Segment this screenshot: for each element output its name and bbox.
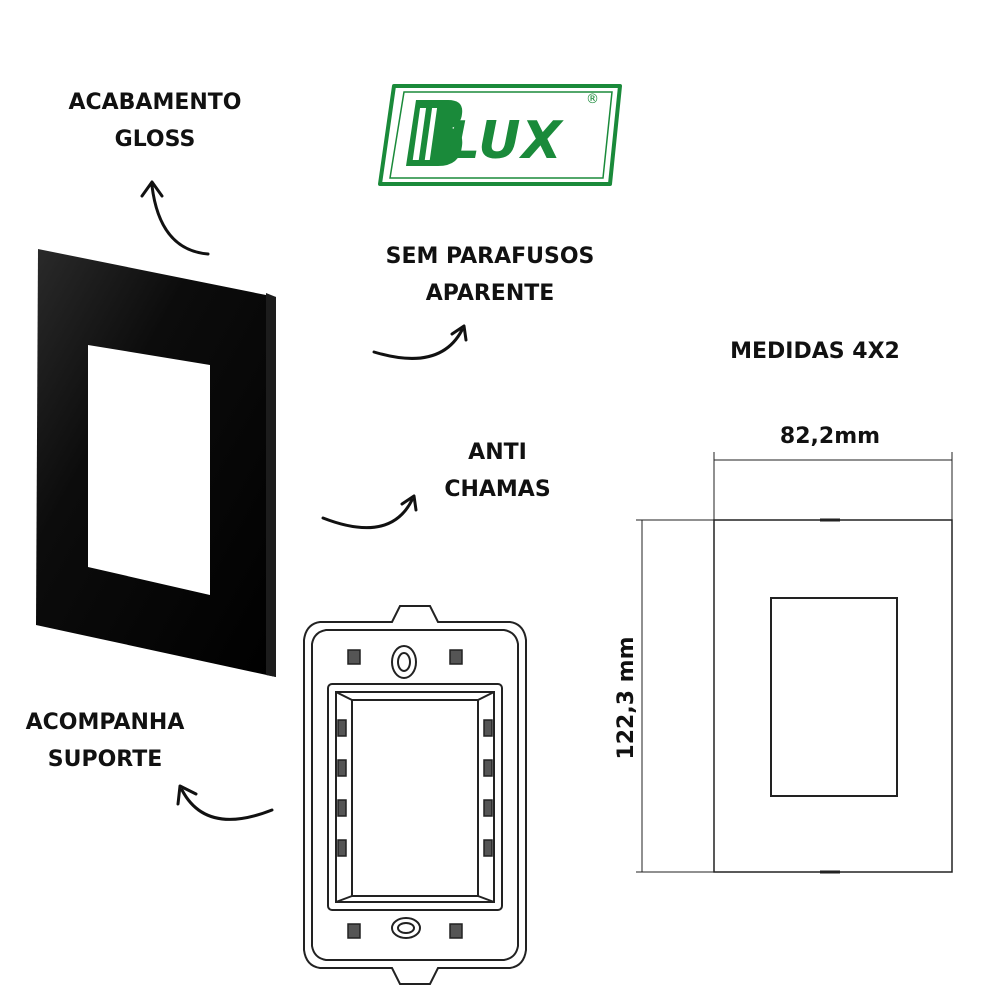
feature-gloss-label: ACABAMENTO GLOSS: [68, 90, 242, 152]
logo-word: LUX: [447, 111, 563, 171]
feature-support-label: ACOMPANHA SUPORTE: [25, 710, 185, 772]
dimension-drawing: [636, 452, 953, 874]
feature-screws-label: SEM PARAFUSOS APARENTE: [385, 244, 595, 306]
arrow-gloss-icon: [150, 184, 210, 256]
arrow-support-icon: [180, 788, 274, 821]
brand-logo: [378, 84, 622, 186]
arrow-screws-icon: [372, 328, 464, 360]
black-plate-image: [36, 249, 276, 677]
support-frame-image: [303, 605, 527, 985]
arrow-flame-icon: [321, 498, 414, 530]
width-dimension-label: 82,2mm: [779, 424, 881, 449]
measures-title: MEDIDAS 4X2: [730, 339, 900, 364]
registered-mark: ®: [586, 92, 599, 107]
feature-flame-label: ANTI CHAMAS: [444, 440, 551, 502]
